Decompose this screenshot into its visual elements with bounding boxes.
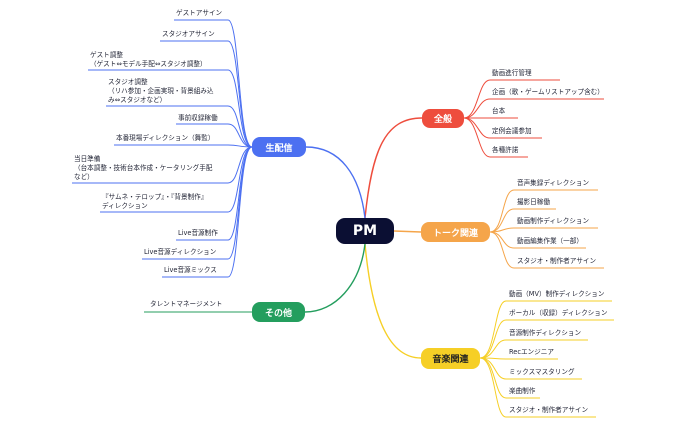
- leaf-talk-1[interactable]: 音声集録ディレクション: [517, 179, 590, 187]
- leaf-live-9[interactable]: Live音源制作: [178, 229, 218, 237]
- leaf-talk-3[interactable]: 動画制作ディレクション: [517, 217, 590, 225]
- leaf-music-4[interactable]: Recエンジニア: [509, 348, 554, 356]
- leaf-live-2[interactable]: スタジオアサイン: [162, 30, 215, 38]
- leaf-live-10[interactable]: Live音源ディレクション: [144, 248, 217, 256]
- connector-talk: [393, 230, 422, 233]
- leaf-music-7[interactable]: スタジオ・制作者アサイン: [509, 406, 589, 414]
- leaf-music-5[interactable]: ミックスマスタリング: [509, 368, 575, 376]
- music-leaf-lines: [479, 300, 614, 418]
- leaf-talk-2[interactable]: 撮影日稼働: [517, 198, 550, 206]
- leaf-music-6[interactable]: 楽曲制作: [509, 387, 536, 395]
- branch-music[interactable]: 音楽関連: [421, 348, 480, 369]
- leaf-music-1[interactable]: 動画（MV）制作ディレクション: [509, 290, 605, 298]
- leaf-live-7[interactable]: 当日準備 （台本調整・技術台本作成・ケータリング手配 など）: [74, 155, 213, 181]
- leaf-talk-4[interactable]: 動画編集作業（一部）: [517, 237, 583, 245]
- branch-talk[interactable]: トーク関連: [421, 222, 490, 242]
- leaf-zenpan-4[interactable]: 定例会議参加: [492, 127, 532, 135]
- connector-other: [304, 243, 366, 313]
- root-node[interactable]: PM: [336, 218, 394, 244]
- leaf-live-3[interactable]: ゲスト調整 （ゲスト⇔モデル手配⇔スタジオ調整）: [90, 51, 207, 68]
- leaf-other-1[interactable]: タレントマネージメント: [150, 300, 223, 308]
- leaf-live-6[interactable]: 本番現場ディレクション（舞監）: [116, 134, 215, 142]
- zenpan-leaf-lines: [463, 79, 604, 158]
- talk-leaf-lines: [489, 189, 604, 269]
- leaf-live-11[interactable]: Live音源ミックス: [164, 266, 217, 274]
- branch-other[interactable]: その他: [252, 302, 305, 322]
- leaf-live-4[interactable]: スタジオ調整 （リハ参加・企画実現・背景組み込 み⇔スタジオなど）: [108, 78, 214, 104]
- leaf-live-5[interactable]: 事前収録稼働: [178, 114, 218, 122]
- connector-music: [364, 243, 422, 359]
- leaf-zenpan-5[interactable]: 各種許諾: [492, 146, 519, 154]
- connector-live: [305, 146, 366, 219]
- leaf-live-1[interactable]: ゲストアサイン: [176, 9, 223, 17]
- leaf-music-2[interactable]: ボーカル（収録）ディレクション: [509, 309, 608, 317]
- leaf-zenpan-2[interactable]: 企画（歌・ゲームリストアップ含む）: [492, 88, 604, 96]
- leaf-music-3[interactable]: 音源制作ディレクション: [509, 329, 582, 337]
- branch-live[interactable]: 生配信: [252, 137, 306, 157]
- connector-zenpan: [364, 117, 423, 219]
- leaf-zenpan-1[interactable]: 動画進行管理: [492, 69, 532, 77]
- live-leaf-lines: [72, 19, 253, 278]
- leaf-zenpan-3[interactable]: 台本: [492, 107, 506, 115]
- branch-zenpan[interactable]: 全般: [422, 109, 464, 128]
- leaf-live-8[interactable]: 『サムネ・テロップ』・『背景制作』 ディレクション: [102, 193, 208, 210]
- leaf-talk-5[interactable]: スタジオ・制作者アサイン: [517, 257, 597, 265]
